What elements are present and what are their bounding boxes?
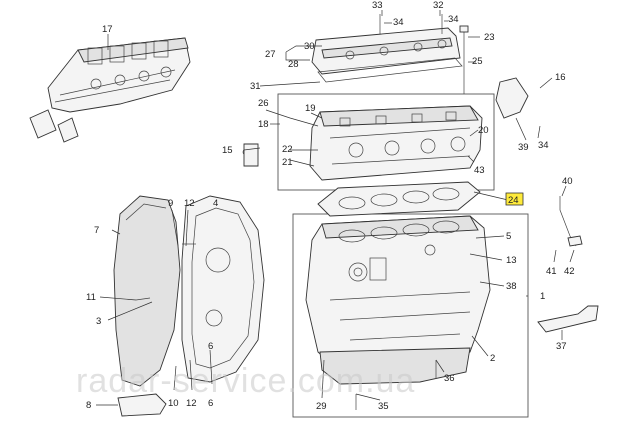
callout-34-right: 34 [538, 140, 549, 151]
callout-24: 24 [508, 195, 519, 206]
callout-30: 30 [304, 41, 315, 52]
callout-8: 8 [86, 400, 91, 411]
engine-block-group-box [292, 213, 529, 418]
callout-13: 13 [506, 255, 517, 266]
callout-37: 37 [556, 341, 567, 352]
watermark-text: radar-service.com.ua [76, 362, 415, 400]
callout-41: 41 [546, 266, 557, 277]
cylinder-head-illustration [309, 105, 483, 181]
callout-11: 11 [86, 292, 96, 303]
callout-32: 32 [433, 0, 444, 11]
cylinder-head-gasket-illustration [317, 181, 481, 217]
callout-21: 21 [282, 157, 293, 168]
callout-36: 36 [444, 373, 455, 384]
callout-26: 26 [258, 98, 269, 109]
callout-22: 22 [282, 144, 293, 155]
callout-34-top: 34 [393, 17, 404, 28]
callout-38: 38 [506, 281, 517, 292]
timing-cover-gasket-illustration [181, 195, 265, 383]
callout-12-bottom: 12 [186, 398, 197, 409]
callout-7: 7 [94, 225, 99, 236]
callout-35: 35 [378, 401, 389, 412]
callout-9: 9 [168, 198, 173, 209]
callout-27: 27 [265, 49, 276, 60]
callout-4: 4 [213, 198, 218, 209]
callout-40: 40 [562, 176, 573, 187]
callout-42: 42 [564, 266, 575, 277]
callout-25: 25 [472, 56, 483, 67]
callout-19: 19 [305, 103, 316, 114]
callout-6-bottom: 6 [208, 398, 213, 409]
timing-cover-illustration [113, 195, 181, 387]
callout-23: 23 [484, 32, 495, 43]
engine-block-illustration [305, 215, 491, 385]
engine-mount-bracket-illustration [537, 305, 599, 333]
bolts-illustration [135, 14, 529, 410]
callout-2: 2 [490, 353, 495, 364]
callout-31: 31 [250, 81, 261, 92]
callout-18: 18 [258, 119, 269, 130]
leader-lines [96, 10, 575, 406]
callout-labels: 17 30 27 28 31 33 34 32 34 23 25 16 26 1… [86, 0, 575, 412]
callout-20: 20 [478, 125, 489, 136]
lower-cover-plate-illustration [117, 393, 167, 417]
strap-bolt-illustration [567, 235, 583, 247]
callout-43: 43 [474, 165, 485, 176]
callout-15: 15 [222, 145, 233, 156]
cylinder-head-assembly-illustration [29, 37, 191, 143]
callout-10: 10 [168, 398, 179, 409]
callout-5: 5 [506, 231, 511, 242]
callout-34-top-right: 34 [448, 14, 459, 25]
valve-cover-gasket-illustration [317, 57, 463, 83]
callout-3: 3 [96, 316, 101, 327]
callout-33: 33 [372, 0, 383, 11]
callout-29: 29 [316, 401, 327, 412]
callout-12-top: 12 [184, 198, 195, 209]
callout-6: 6 [208, 341, 213, 352]
callout-1: 1 [540, 291, 545, 302]
valve-cover-illustration [311, 27, 461, 75]
callout-28: 28 [288, 59, 299, 70]
callout-24-highlight [505, 192, 524, 206]
callout-39: 39 [518, 142, 529, 153]
callout-16: 16 [555, 72, 566, 83]
callout-17: 17 [102, 24, 113, 35]
